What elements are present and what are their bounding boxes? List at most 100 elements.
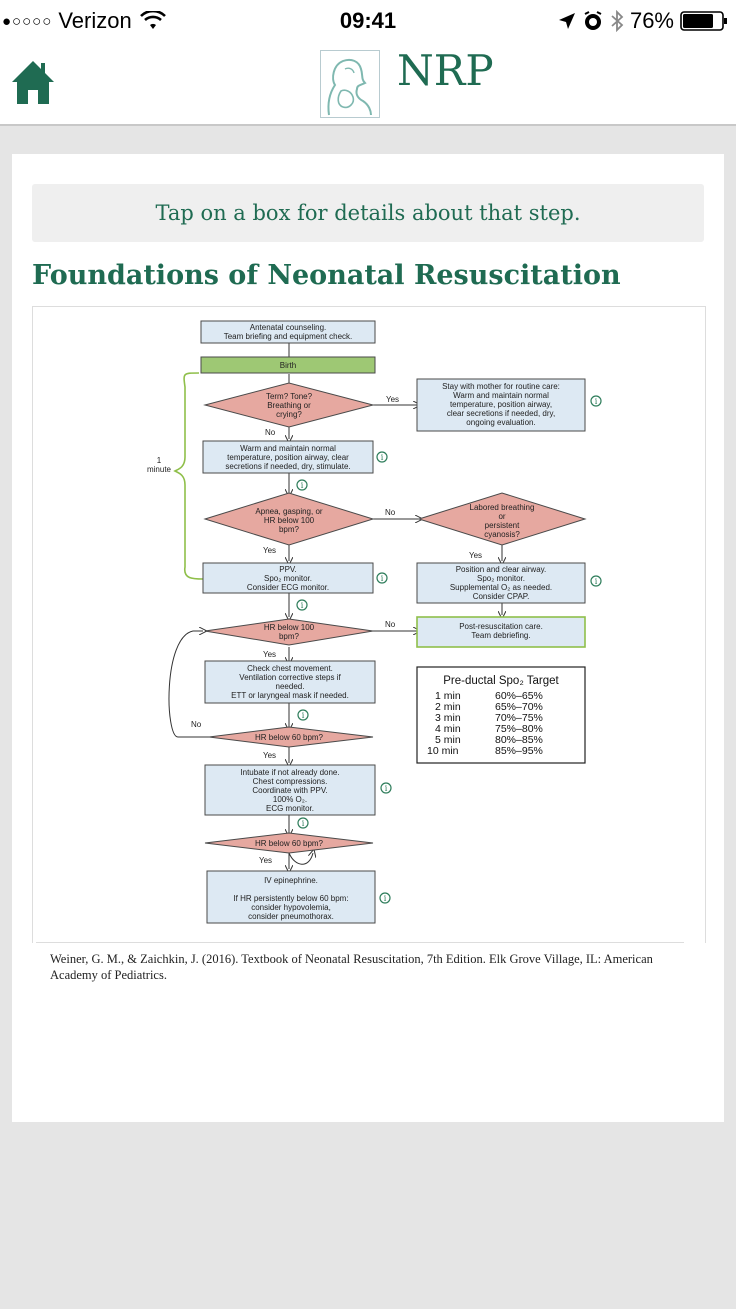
term-no-label: No [265, 428, 276, 437]
routine-care-box[interactable]: Stay with mother for routine care: Warm … [416, 378, 586, 432]
spo2-row-time: 5 min [435, 734, 461, 746]
warm-line-2: temperature, position airway, clear [227, 453, 349, 462]
spo2-row-time: 2 min [435, 701, 461, 713]
chest-compressions-box[interactable]: Intubate if not already done. Chest comp… [204, 764, 376, 816]
hr60-q1-label: HR below 60 bpm? [255, 733, 324, 742]
position-info-icon[interactable]: i [590, 575, 602, 587]
labored-line-3: persistent [485, 521, 520, 530]
epinephrine-info-icon[interactable]: i [379, 892, 391, 904]
apnea-line-1: Apnea, gasping, or [255, 507, 322, 516]
compressions-info-icon[interactable]: i [380, 782, 392, 794]
svg-text:i: i [302, 711, 305, 720]
intubate-line-5: ECG monitor. [266, 804, 314, 813]
status-bar: ●○○○○ Verizon 09:41 76% [0, 0, 736, 40]
hr60-no-label: No [191, 720, 202, 729]
routine-line-4: clear secretions if needed, dry, [447, 409, 555, 418]
term-yes-label: Yes [386, 395, 399, 404]
home-icon[interactable] [10, 58, 56, 106]
spo2-row-time: 10 min [427, 745, 459, 757]
status-time: 09:41 [339, 8, 397, 33]
step4-info-icon[interactable]: i [297, 817, 309, 829]
spo2-table-rows: 1 min 60%–65% 2 min 65%–70% 3 min 70%–75… [427, 690, 543, 757]
warm-stimulate-box[interactable]: Warm and maintain normal temperature, po… [202, 440, 374, 474]
hr60-yes-label: Yes [263, 751, 276, 760]
step3-info-icon[interactable]: i [297, 709, 309, 721]
ppv-box[interactable]: PPV. Spo₂ monitor. Consider ECG monitor. [202, 562, 374, 594]
apnea-decision[interactable]: Apnea, gasping, or HR below 100 bpm? [203, 492, 375, 546]
svg-text:i: i [595, 577, 598, 586]
nrp-logo [320, 50, 380, 118]
mother-baby-logo-icon [327, 58, 372, 116]
chest-line-2: Ventilation corrective steps if [239, 673, 341, 682]
flowchart-figure: Antenatal counseling. Team briefing and … [32, 306, 706, 943]
battery-icon [680, 11, 727, 31]
epi-line-5: consider pneumothorax. [248, 912, 334, 921]
svg-text:i: i [381, 574, 384, 583]
divider [36, 942, 684, 943]
hr-below-60-decision[interactable]: HR below 60 bpm? [208, 726, 374, 748]
spo2-row-range: 75%–80% [495, 723, 543, 735]
position-airway-box[interactable]: Position and clear airway. Spo₂ monitor.… [416, 562, 586, 604]
apnea-yes-label: Yes [263, 546, 276, 555]
spo2-row-range: 65%–70% [495, 701, 543, 713]
birth-box[interactable]: Birth [200, 356, 376, 374]
hr-below-60-decision-2[interactable]: HR below 60 bpm? [204, 832, 374, 854]
intubate-line-3: Coordinate with PPV. [252, 786, 327, 795]
labored-line-4: cyanosis? [484, 530, 520, 539]
hr60-q2-label: HR below 60 bpm? [255, 839, 324, 848]
chest-line-1: Check chest movement. [247, 664, 333, 673]
spo2-row-time: 3 min [435, 712, 461, 724]
labored-yes-label: Yes [469, 551, 482, 560]
svg-text:i: i [384, 894, 387, 903]
spo2-row-range: 60%–65% [495, 690, 543, 702]
term-q-line-1: Term? Tone? [266, 392, 313, 401]
post-resuscitation-box[interactable]: Post-resuscitation care. Team debriefing… [416, 616, 586, 648]
apnea-no-label: No [385, 508, 396, 517]
hr-below-100-decision[interactable]: HR below 100 bpm? [204, 618, 374, 646]
page-title: Foundations of Neonatal Resuscitation [32, 260, 621, 291]
labored-line-1: Labored breathing [470, 503, 535, 512]
hr100-line-1: HR below 100 [264, 623, 315, 632]
labored-line-2: or [498, 512, 505, 521]
spo2-row-range: 80%–85% [495, 734, 543, 746]
position-line-4: Consider CPAP. [473, 592, 530, 601]
svg-text:i: i [301, 601, 304, 610]
signal-dots-icon: ●○○○○ [2, 12, 53, 30]
hr100-yes-label: Yes [263, 650, 276, 659]
hr100-line-2: bpm? [279, 632, 300, 641]
term-q-line-2: Breathing or [267, 401, 311, 410]
warm-line-3: secretions if needed, dry, stimulate. [225, 462, 350, 471]
ppv-line-3: Consider ECG monitor. [247, 583, 329, 592]
spo2-row-time: 4 min [435, 723, 461, 735]
post-line-1: Post-resuscitation care. [459, 622, 543, 631]
chest-line-4: ETT or laryngeal mask if needed. [231, 691, 349, 700]
hr60-2-yes-label: Yes [259, 856, 272, 865]
ventilation-corrective-box[interactable]: Check chest movement. Ventilation correc… [204, 660, 376, 704]
warm-info-icon[interactable]: i [376, 451, 388, 463]
svg-text:i: i [302, 819, 305, 828]
apnea-line-2: HR below 100 [264, 516, 315, 525]
intubate-line-2: Chest compressions. [253, 777, 328, 786]
labored-breathing-decision[interactable]: Labored breathing or persistent cyanosis… [417, 492, 587, 546]
step1-info-icon[interactable]: i [296, 479, 308, 491]
battery-label: 76% [629, 8, 674, 33]
antenatal-line-1: Antenatal counseling. [250, 323, 327, 332]
routine-info-icon[interactable]: i [590, 395, 602, 407]
ppv-info-icon[interactable]: i [376, 572, 388, 584]
citation: Weiner, G. M., & Zaichkin, J. (2016). Te… [50, 952, 653, 982]
content-card: Tap on a box for details about that step… [12, 154, 724, 1122]
antenatal-box[interactable]: Antenatal counseling. Team briefing and … [200, 320, 376, 344]
birth-label: Birth [280, 361, 296, 370]
spo2-row-range: 70%–75% [495, 712, 543, 724]
term-tone-decision[interactable]: Term? Tone? Breathing or crying? [203, 382, 375, 428]
epinephrine-box[interactable]: IV epinephrine. If HR persistently below… [206, 870, 376, 924]
step2-info-icon[interactable]: i [296, 599, 308, 611]
epi-line-3: If HR persistently below 60 bpm: [233, 894, 348, 903]
term-q-line-3: crying? [276, 410, 302, 419]
spo2-target-table: Pre-ductal Spo₂ Target 1 min 60%–65% 2 m… [416, 666, 586, 764]
spo2-row-range: 85%–95% [495, 745, 543, 757]
ppv-line-1: PPV. [279, 565, 297, 574]
routine-line-1: Stay with mother for routine care: [442, 382, 560, 391]
carrier-label: Verizon [58, 8, 132, 33]
nrp-algorithm-flowchart: Antenatal counseling. Team briefing and … [147, 320, 602, 924]
